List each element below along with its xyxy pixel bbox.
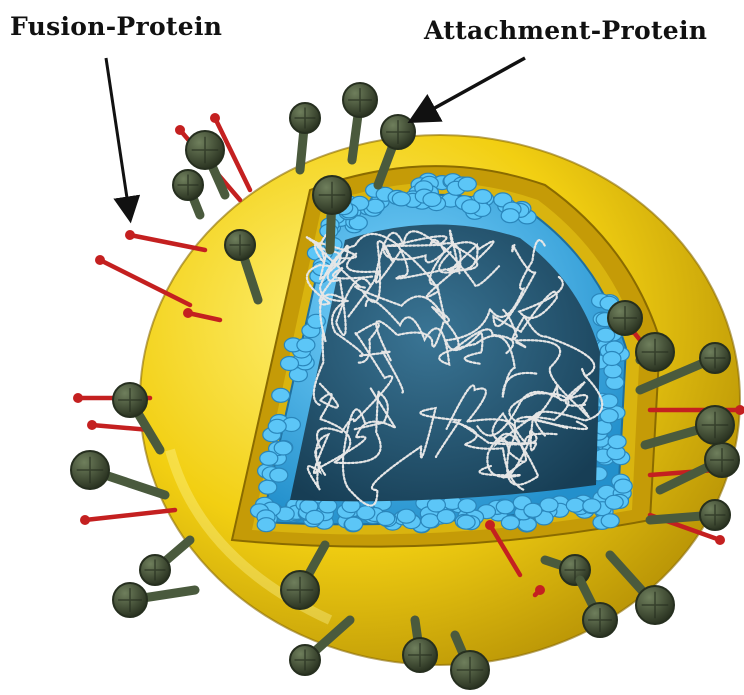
fusion-protein xyxy=(535,585,545,595)
attachment-protein xyxy=(636,333,674,371)
attachment-arrow xyxy=(413,58,525,120)
attachment-protein xyxy=(140,540,190,585)
fusion-protein xyxy=(80,510,175,525)
fusion-protein-label: Fusion-Protein xyxy=(10,12,222,41)
fusion-protein xyxy=(125,230,205,250)
attachment-protein-label: Attachment-Protein xyxy=(424,16,707,45)
attachment-protein xyxy=(608,301,642,335)
attachment-protein xyxy=(113,583,195,617)
fusion-arrow xyxy=(106,58,130,218)
attachment-protein xyxy=(173,170,203,215)
